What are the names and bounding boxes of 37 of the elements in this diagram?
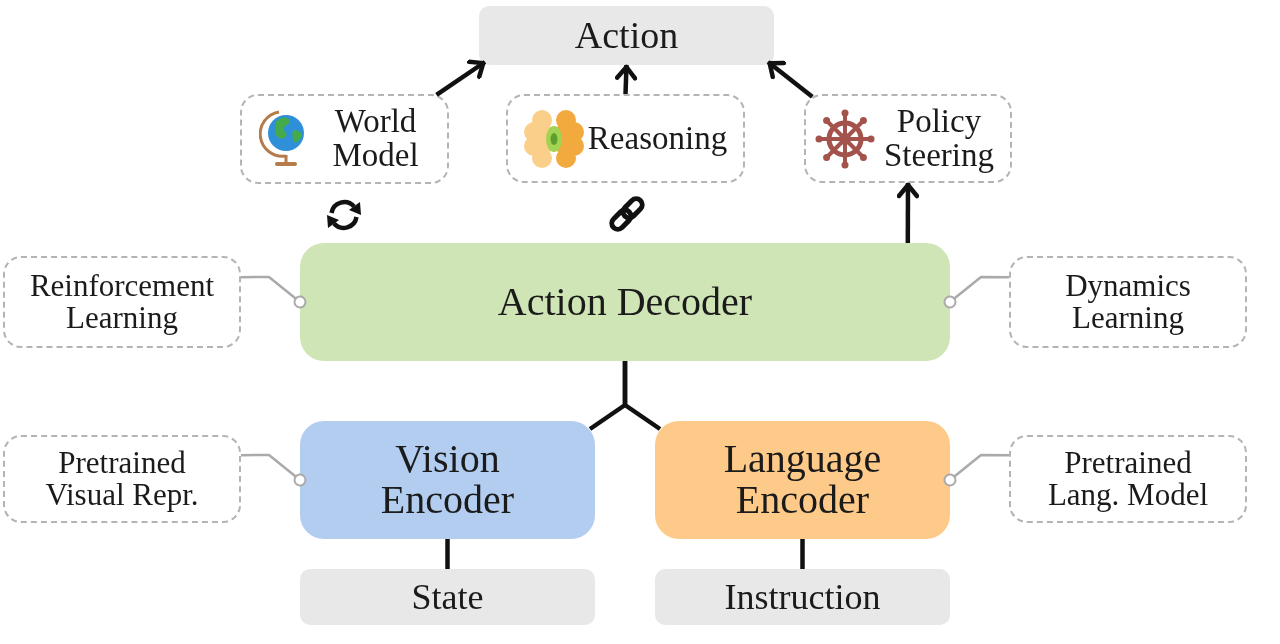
dashed-note-box [3,256,241,348]
box-label: Reinforcement Learning [28,270,216,334]
box-label: Pretrained Lang. Model [1046,447,1210,511]
box-label: Instruction [724,578,881,616]
connector-line [800,539,805,569]
leader-line [943,275,1009,309]
box-label: State [411,578,484,616]
dashed-note-box [804,94,1012,183]
input-output-box [479,6,774,65]
connector-line [445,539,450,569]
box-label: Policy Steering [883,104,995,173]
dashed-note-box [1009,435,1247,523]
encoder-box [655,421,950,539]
box-label: Language Encoder [722,439,883,521]
box-label: Vision Encoder [379,439,516,521]
input-output-box [300,569,595,625]
arrow [896,182,920,243]
dashed-note-box [506,94,745,183]
leader-line [241,275,307,309]
box-label: Reasoning [587,121,728,156]
decoder-box [300,243,950,361]
dashed-note-box [1009,256,1247,348]
box-label: Action [574,16,679,55]
encoder-box [300,421,595,539]
dashed-note-box [3,435,241,523]
box-label: World Model [331,105,420,173]
box-label: Dynamics Learning [1064,270,1192,334]
leader-line [943,453,1009,487]
box-label: Action Decoder [497,281,753,323]
box-label: Pretrained Visual Repr. [44,447,200,511]
input-output-box [655,569,950,625]
connector-line [622,361,662,431]
leader-line [241,453,307,487]
arrow [614,64,638,95]
arrow [435,59,487,97]
arrow [766,60,814,99]
dashed-note-box [240,94,449,184]
